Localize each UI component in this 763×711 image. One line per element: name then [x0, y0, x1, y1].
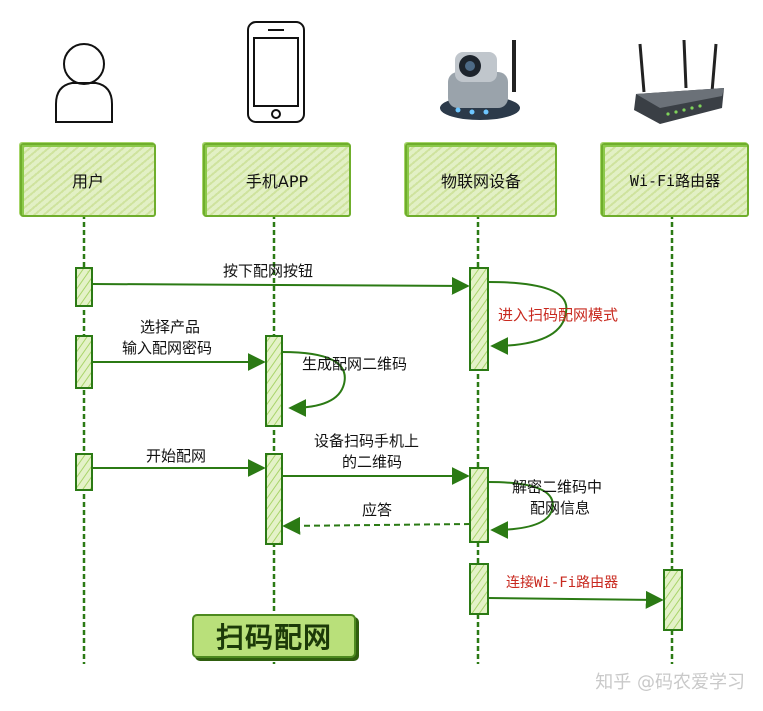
- actor-app-label: 手机APP: [245, 172, 309, 191]
- user-person-icon: [55, 43, 113, 123]
- wifi-router-icon: [634, 39, 724, 124]
- activation-app-2: [265, 453, 283, 545]
- actor-router: Wi-Fi路由器: [601, 143, 749, 217]
- actor-user-label: 用户: [71, 172, 104, 191]
- arrow-press-button: [91, 276, 470, 295]
- msg-decode-2: 配网信息: [530, 499, 591, 517]
- msg-scan-qr-2: 的二维码: [342, 453, 403, 471]
- diagram-title: 扫码配网: [192, 614, 356, 658]
- actor-device-label: 物联网设备: [440, 172, 521, 191]
- msg-scan-qr-1: 设备扫码手机上: [314, 432, 420, 450]
- diagram-title-text: 扫码配网: [215, 621, 332, 654]
- activation-device-1: [469, 267, 489, 371]
- arrow-reply: [282, 516, 471, 535]
- actor-app: 手机APP: [203, 143, 351, 217]
- activation-router-1: [663, 569, 683, 631]
- activation-bars: [75, 267, 683, 631]
- msg-press-button: 按下配网按钮: [223, 262, 314, 280]
- watermark: 知乎 @码农爱学习: [595, 672, 745, 693]
- msg-generate-qr: 生成配网二维码: [302, 355, 408, 373]
- msg-select-product-1: 选择产品: [140, 318, 201, 336]
- msg-decode-1: 解密二维码中: [512, 478, 603, 496]
- actor-user: 用户: [20, 143, 156, 217]
- msg-select-product-2: 输入配网密码: [122, 339, 213, 357]
- activation-device-2: [469, 467, 489, 543]
- arrow-connect-router: [487, 590, 664, 609]
- actor-router-label: Wi-Fi路由器: [629, 171, 721, 190]
- msg-start-pairing: 开始配网: [146, 447, 207, 465]
- activation-device-3: [469, 563, 489, 615]
- arrow-self-scan-mode: [487, 281, 568, 355]
- msg-enter-scan-mode: 进入扫码配网模式: [498, 306, 619, 324]
- activation-app-1: [265, 335, 283, 427]
- smartphone-icon: [247, 21, 305, 123]
- activation-user-3: [75, 453, 93, 491]
- activation-user-2: [75, 335, 93, 389]
- activation-user-1: [75, 267, 93, 307]
- arrow-self-generate-qr: [281, 351, 346, 417]
- msg-connect-router: 连接Wi-Fi路由器: [506, 575, 619, 591]
- msg-reply: 应答: [362, 501, 393, 519]
- message-arrows: [91, 276, 664, 609]
- arrow-self-decode: [487, 481, 554, 539]
- ip-camera-icon: [440, 40, 520, 120]
- actor-device: 物联网设备: [405, 143, 557, 217]
